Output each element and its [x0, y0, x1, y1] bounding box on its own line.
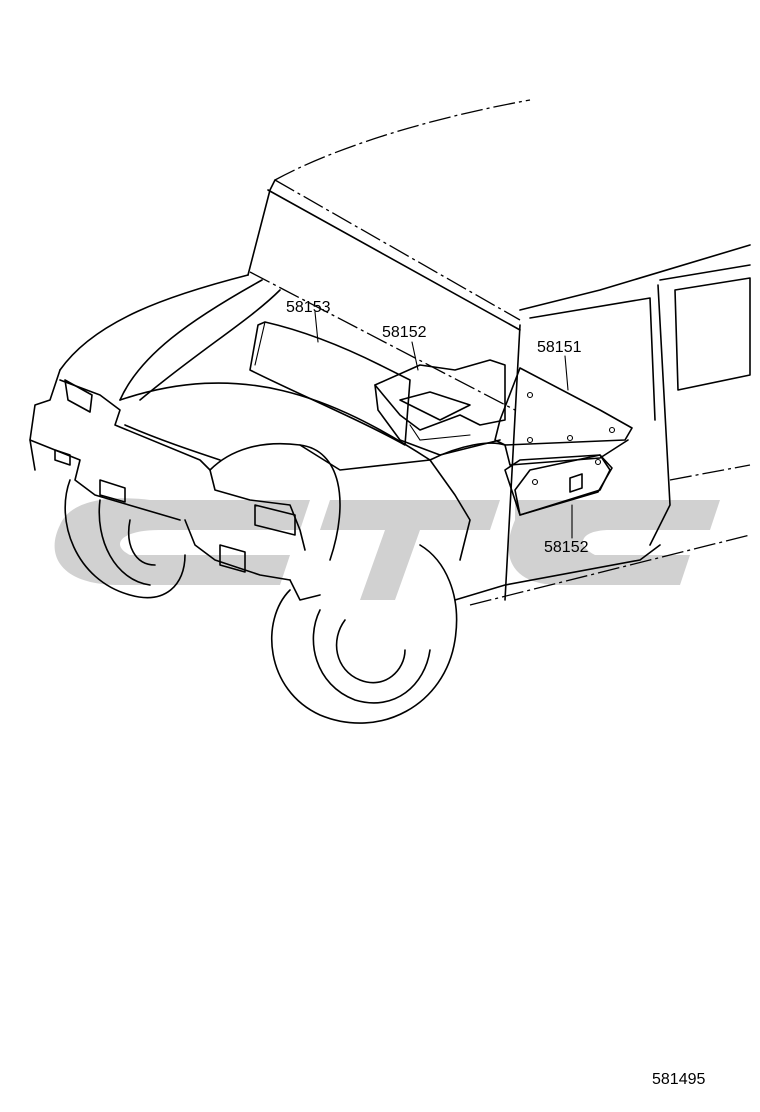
part-58153-pad — [249, 321, 411, 446]
part-label-58153: 58153 — [286, 299, 331, 316]
leader-lines — [314, 311, 573, 539]
part-58152-bracket — [374, 359, 506, 456]
watermark — [54, 498, 720, 600]
part-label-58152-upper: 58152 — [382, 324, 427, 341]
part-label-58151: 58151 — [537, 339, 582, 356]
diagram-code: 581495 — [652, 1071, 705, 1088]
part-label-58152-lower: 58152 — [544, 539, 589, 556]
vehicle-outline — [29, 99, 751, 724]
part-58151-panel — [494, 367, 633, 466]
part-58152-lower — [514, 454, 613, 516]
